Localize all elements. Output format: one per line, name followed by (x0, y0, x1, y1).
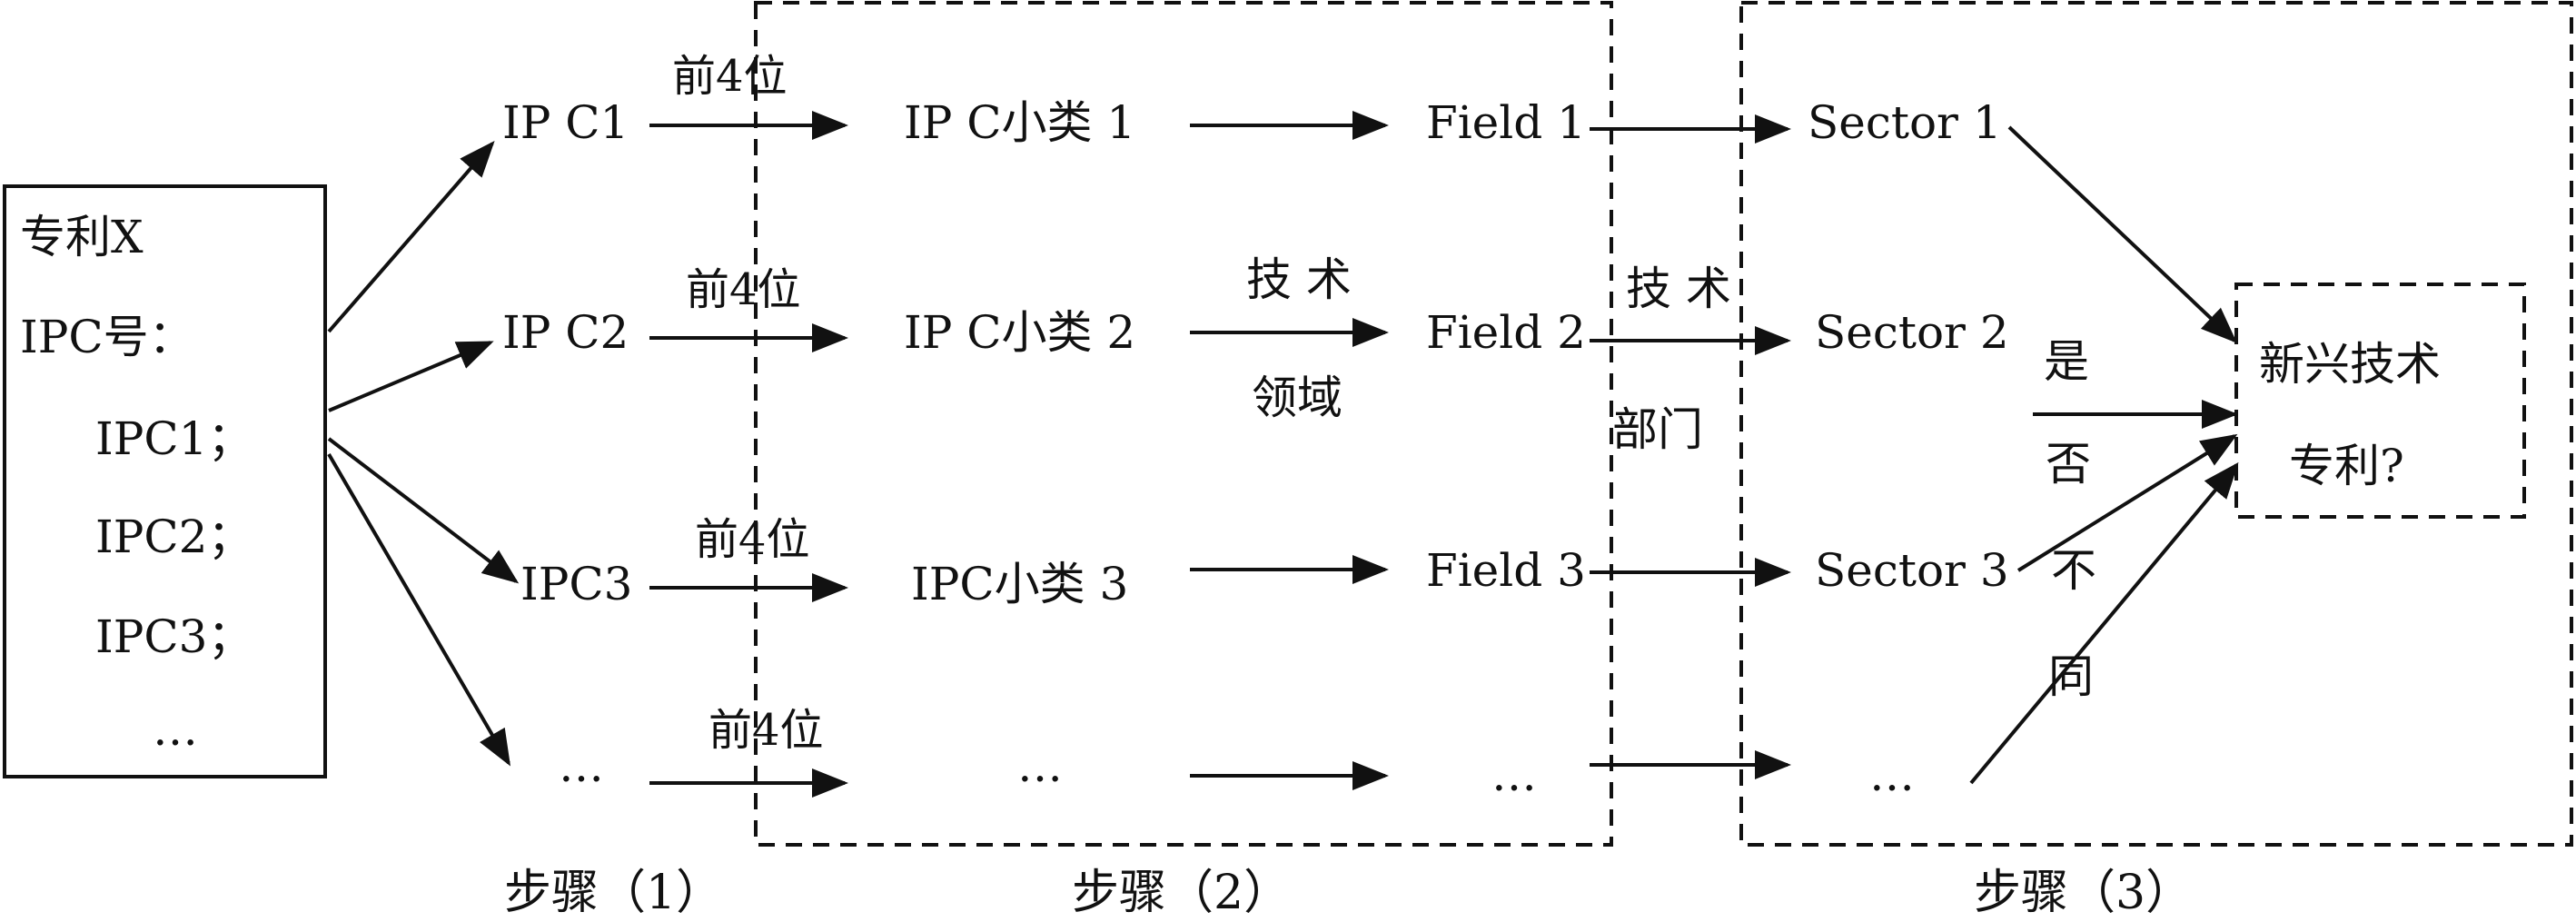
sector-node-1: Sector 1 (1808, 96, 2002, 149)
ipc-node-2: IP C2 (502, 306, 629, 359)
patent-item-more: … (153, 703, 198, 756)
result-dashed-box (2234, 283, 2526, 519)
step2-dashed-box (754, 1, 1613, 847)
step3-dashed-box (1739, 1, 2573, 847)
tech-sector-label-top: 技 术 (1626, 263, 1731, 315)
question-char-2: 否 (2046, 438, 2091, 491)
subclass-node-3: IPC小类 3 (911, 558, 1128, 610)
arrow-sector-result-more (1969, 461, 2239, 785)
subclass-node-more: … (1017, 739, 1063, 792)
sector-node-3: Sector 3 (1815, 544, 2009, 597)
arrow-patent-ipc3 (327, 437, 520, 584)
result-line-2: 专利? (2289, 440, 2404, 492)
ipc-node-more: … (559, 739, 604, 792)
question-char-1: 是 (2044, 335, 2089, 388)
sector-node-2: Sector 2 (1815, 306, 2009, 359)
question-char-4: 同 (2048, 650, 2094, 703)
first4-label-4: 前4位 (708, 705, 824, 756)
first4-label-3: 前4位 (695, 514, 810, 565)
ipc-node-1: IP C1 (502, 96, 629, 149)
ipc-node-3: IPC3 (520, 558, 632, 610)
arrow-patent-ipc1 (327, 140, 495, 333)
arrow-patent-more (327, 452, 511, 767)
step-label-1: 步骤（1） (504, 866, 723, 920)
patent-item-3: IPC3； (95, 610, 253, 663)
tech-field-label-top: 技 术 (1246, 253, 1352, 306)
patent-title: 专利X (20, 211, 144, 263)
step-label-2: 步骤（2） (1072, 866, 1291, 920)
patent-ipc-label: IPC号： (20, 311, 194, 363)
patent-item-2: IPC2； (95, 511, 253, 563)
first4-label-2: 前4位 (686, 264, 801, 315)
sector-node-more: … (1869, 749, 1915, 801)
field-node-3: Field 3 (1426, 544, 1586, 597)
subclass-node-2: IP C小类 2 (904, 306, 1135, 359)
arrow-patent-ipc2 (328, 341, 494, 412)
field-node-2: Field 2 (1426, 306, 1586, 359)
question-char-3: 不 (2051, 544, 2096, 597)
field-node-1: Field 1 (1426, 96, 1586, 149)
result-line-1: 新兴技术 (2259, 338, 2441, 391)
subclass-node-1: IP C小类 1 (904, 96, 1135, 149)
step-label-3: 步骤（3） (1974, 866, 2193, 920)
field-node-more: … (1491, 749, 1537, 801)
patent-item-1: IPC1； (95, 412, 253, 465)
arrow-sector-result-1 (2007, 125, 2237, 343)
first4-label-1: 前4位 (672, 51, 788, 102)
arrow-sector-result-3 (2016, 433, 2238, 572)
tech-field-label-bottom: 领域 (1252, 372, 1342, 424)
patent-box (3, 184, 327, 778)
tech-sector-label-bottom: 部门 (1612, 403, 1703, 456)
